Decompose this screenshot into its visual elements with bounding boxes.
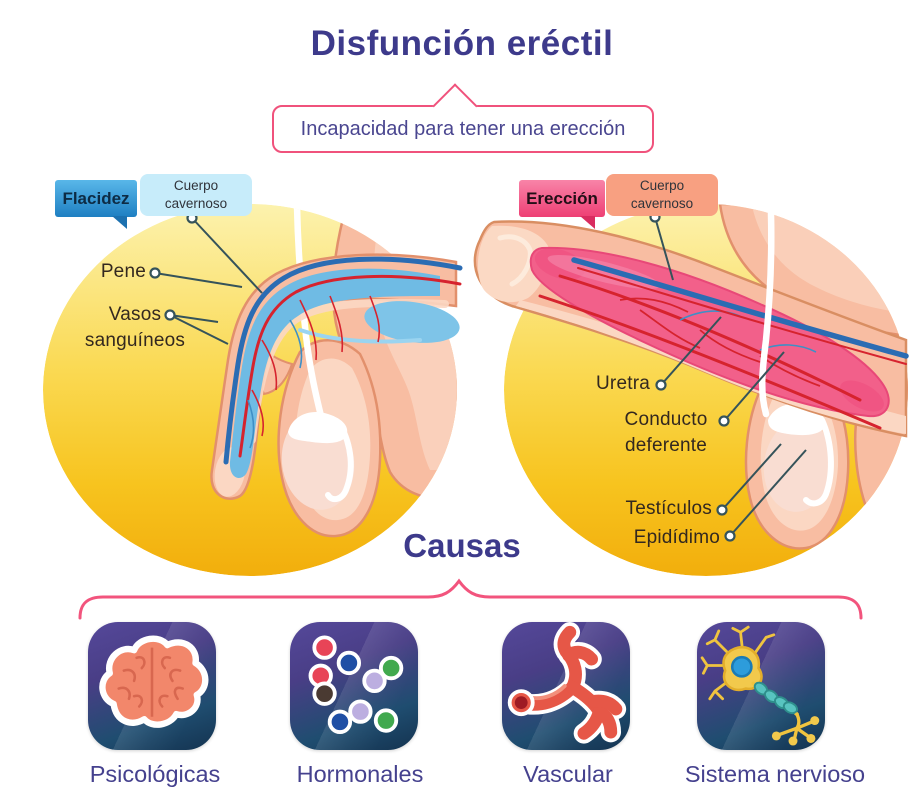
erect-penis xyxy=(473,220,909,438)
cause-label-psychological: Psicológicas xyxy=(89,761,221,787)
epididymis-label: Epidídimo xyxy=(633,527,720,548)
artery-flaccid xyxy=(238,274,462,458)
leader-lines xyxy=(154,216,807,537)
vein-flaccid xyxy=(223,256,463,465)
cause-label-vascular: Vascular xyxy=(523,761,613,787)
corpus-cavernosum-callout-flaccid: Cuerpo cavernoso xyxy=(140,174,252,216)
testicle-right xyxy=(763,420,833,512)
artery-branches-flaccid xyxy=(251,295,381,437)
leader-markers xyxy=(149,211,736,542)
flaccid-penis xyxy=(210,253,463,500)
artery-erect-lower xyxy=(538,294,882,430)
blood-vessels-label: Vasos sanguíneos xyxy=(84,304,186,351)
page-title: Disfunción eréctil xyxy=(310,24,614,63)
urethra-left xyxy=(293,204,326,424)
blood-vessel-icon xyxy=(507,622,627,744)
vein-erect xyxy=(571,257,909,359)
erection-state-badge: Erección xyxy=(519,180,605,229)
corpus-cavernosum-label-erect: Cuerpo cavernoso xyxy=(630,178,694,211)
causes-brace xyxy=(78,578,863,620)
cause-tile-vascular xyxy=(502,622,630,750)
vas-deferens-label: Conducto deferente xyxy=(624,409,708,456)
penis-label: Pene xyxy=(100,261,146,282)
urethra-right xyxy=(758,210,775,418)
causes-heading: Causas xyxy=(403,527,521,564)
artery-erect-central xyxy=(558,274,862,402)
cause-label-hormonal: Hormonales xyxy=(296,761,424,787)
cause-tile-nervous-system xyxy=(697,622,825,750)
brain-icon xyxy=(99,635,209,728)
corpus-cavernosum-callout-erect: Cuerpo cavernoso xyxy=(606,174,718,216)
definition-text: Incapacidad para tener una erección xyxy=(300,117,626,140)
corpus-cavernosum-flaccid xyxy=(229,268,440,478)
epididymis-left xyxy=(288,412,348,444)
cause-tile-hormonal xyxy=(290,622,418,750)
urethra-label: Uretra xyxy=(596,373,650,394)
neuron-icon xyxy=(700,625,820,746)
cause-label-nervous-system: Sistema nervioso xyxy=(684,761,866,787)
flaccid-state-badge: Flacidez xyxy=(55,180,137,229)
testicles-label: Testículos xyxy=(625,498,712,519)
corpus-cavernosum-label-flaccid: Cuerpo cavernoso xyxy=(164,178,228,211)
crus-blue xyxy=(364,301,460,343)
cause-tile-psychological xyxy=(88,622,216,750)
flaccid-state-label: Flacidez xyxy=(62,188,130,208)
erect-anatomy-circle xyxy=(473,204,909,576)
hormone-molecules-icon xyxy=(308,635,404,734)
vein-branches-flaccid xyxy=(247,319,303,449)
flaccid-anatomy-circle xyxy=(43,204,463,576)
erection-state-label: Erección xyxy=(526,188,598,208)
